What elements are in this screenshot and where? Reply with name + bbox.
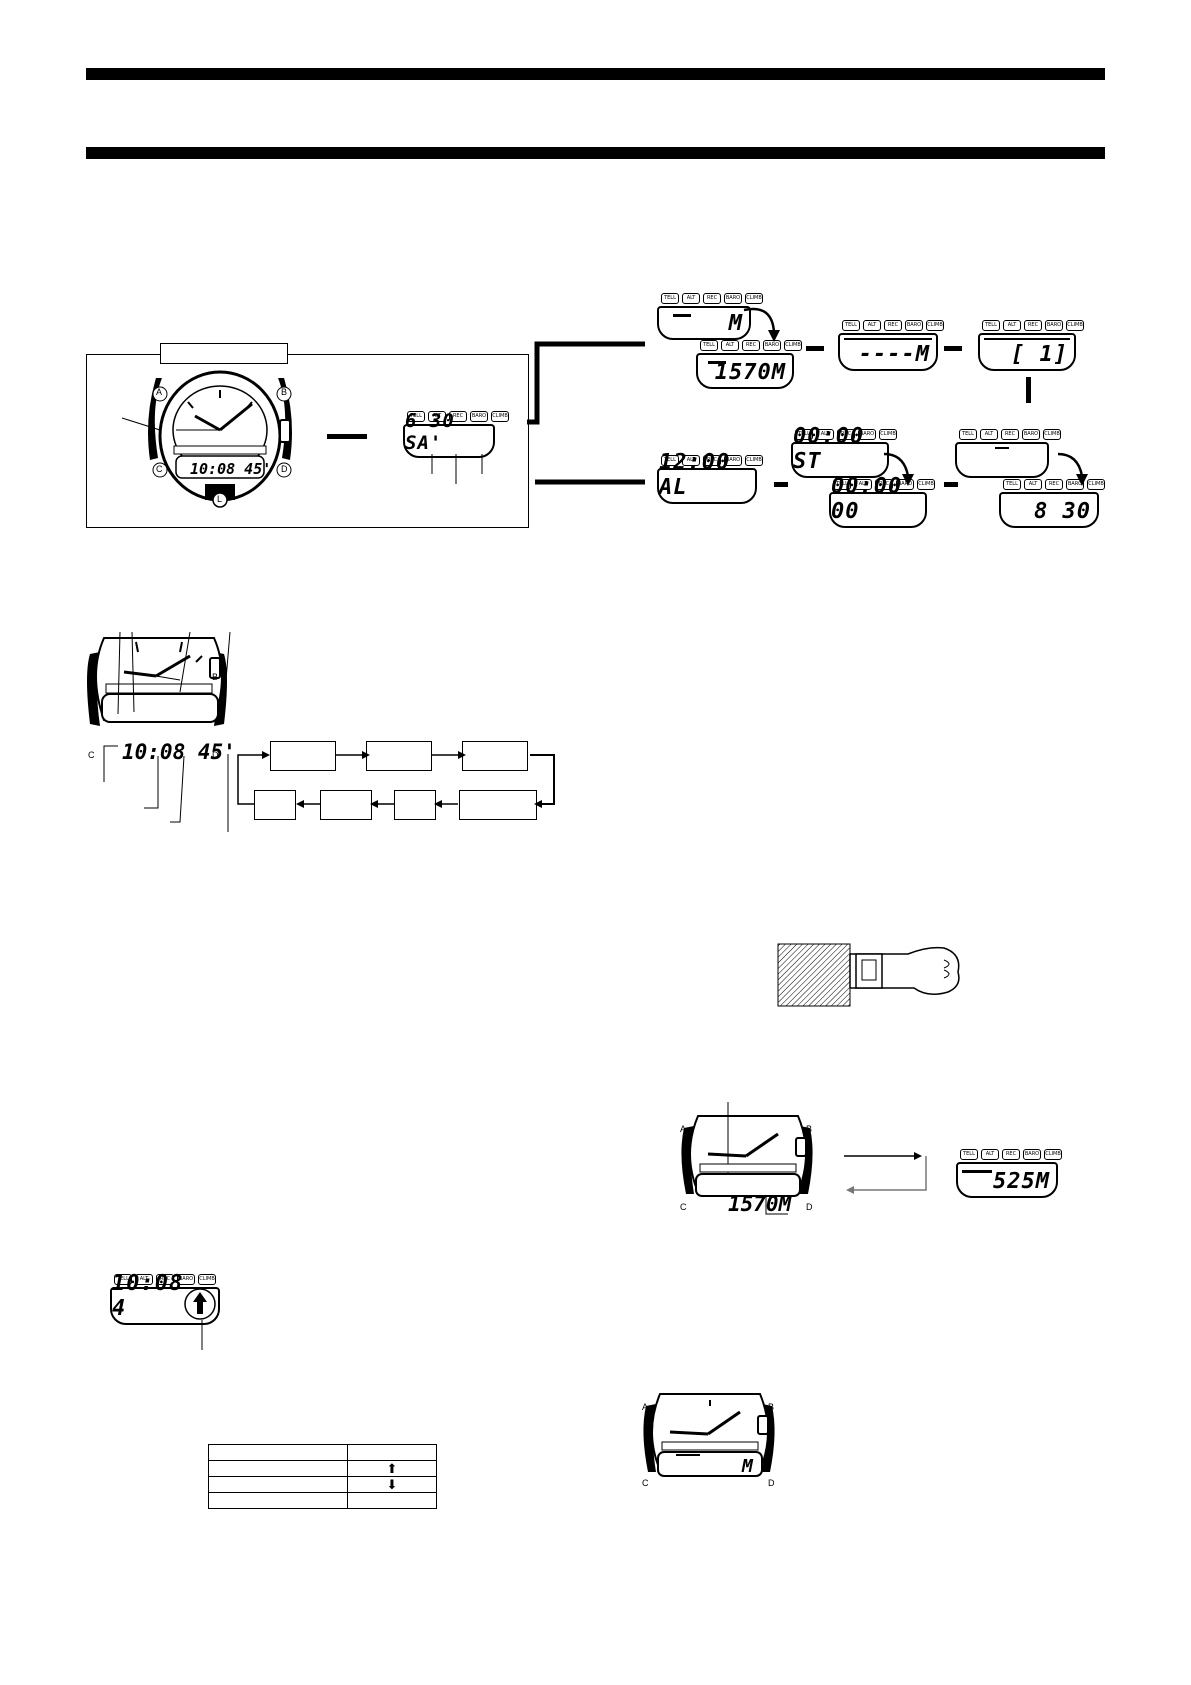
wrist-illustration [777,943,960,1007]
stopwatch-reading-text: 00:00 00 [831,474,903,524]
flow-box-1 [270,741,336,771]
middle-watch-illustration [87,637,227,726]
timer-text: 8 30 [1034,499,1091,524]
alt-button-c: C [680,1202,687,1212]
alt-blank-text: ----M [858,342,930,367]
flow-box-5 [394,790,436,820]
button-b-label: B [281,387,288,397]
alt-button-b: B [806,1124,813,1134]
top-connectors [527,341,645,485]
date-callout-lines [431,454,483,484]
up-arrow-icon [184,1288,216,1350]
altitude-watch-illustration [681,1102,813,1215]
bottom-button-c: C [642,1478,649,1488]
frame-title-box [160,343,288,364]
altitude-watch-digital: 1570M [728,1192,792,1216]
middle-watch-digital: 10:08 45' [122,740,236,764]
bottom-button-d: D [768,1478,775,1488]
flow-box-7 [254,790,296,820]
vertical-connector [1026,377,1031,403]
dash-2 [944,346,962,351]
connector-dash [327,434,367,439]
bottom-button-a: A [642,1402,649,1412]
mid-button-c: C [88,750,95,760]
svg-text:M: M [741,1456,754,1477]
flow-box-3 [462,741,528,771]
flow-box-2 [366,741,432,771]
table-row [208,1444,437,1461]
top-watch-illustration [121,370,292,508]
stopwatch-text: 00:00 ST [793,424,865,474]
table-row: ⬆ [208,1460,437,1477]
button-c-label: C [156,464,163,474]
arrow-up-icon: ⬆ [347,1460,437,1477]
button-d-label: D [281,464,288,474]
flow-arrows [237,751,555,808]
alt-button-d: D [806,1202,813,1212]
header-bar-bottom [86,147,1105,159]
middle-callout-lines [103,631,231,832]
trend-lcd-text: 10:08 4 [112,1271,184,1321]
mid-button-b: B [212,672,219,682]
trend-table: ⬆ ⬇ [208,1444,437,1509]
header-bar-top [86,68,1105,80]
table-row: ⬇ [208,1476,437,1493]
altitude-result-text: 525M [993,1169,1050,1194]
arrow-down-icon: ⬇ [347,1476,437,1493]
alt-record-text: [ 1] [1011,342,1068,367]
bottom-button-b: B [768,1402,775,1412]
dash-1 [806,346,824,351]
flash-arrow-1 [743,307,780,342]
arrow-2 [883,452,914,486]
alt-reading-text: 1570M [714,360,786,385]
flow-box-4 [459,790,537,820]
button-l-label: L [217,494,223,504]
top-watch-digital: 10:08 45' [190,460,272,478]
mid-button-d: D [212,750,219,760]
alt-initial-text: M [728,311,743,336]
mid-button-a: A [88,672,95,682]
date-display: 6 30 SA' [405,410,455,454]
alt-button-a: A [680,1124,687,1134]
bottom-watch: M [643,1393,775,1477]
flow-box-6 [320,790,372,820]
dash-4 [944,482,958,487]
button-a-label: A [156,387,163,397]
dash-3 [774,482,788,487]
altitude-arrows [844,1152,927,1194]
table-row [208,1492,437,1509]
alarm-text: 12:00 AL [659,450,731,500]
